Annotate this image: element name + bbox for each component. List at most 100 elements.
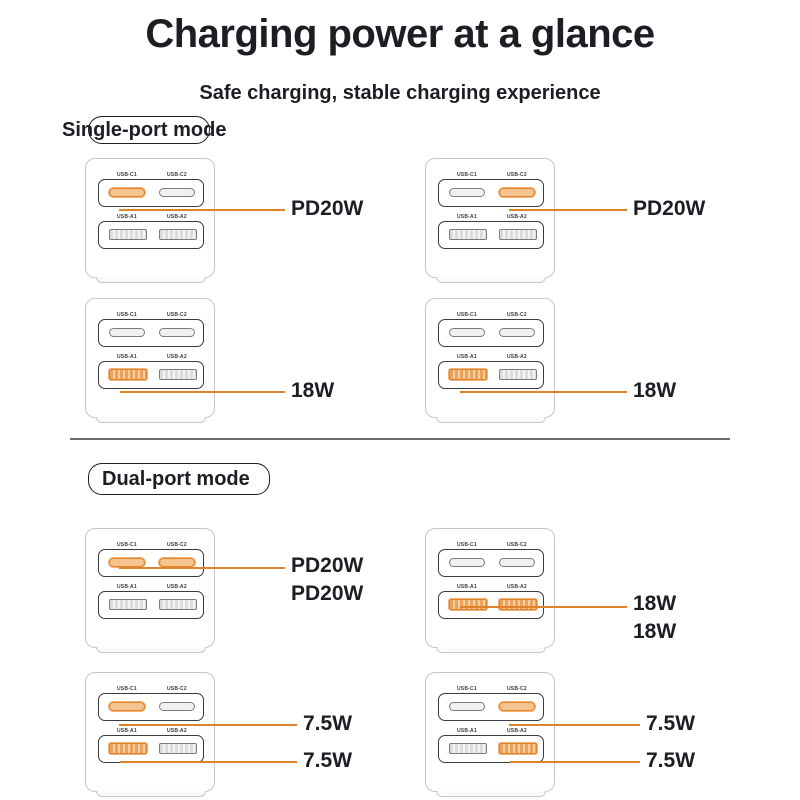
single-port-mode-label: Single-port mode	[62, 116, 227, 144]
wattage-label-d2-1: 18W	[633, 592, 677, 615]
wattage-label-s3-1: 18W	[291, 379, 335, 402]
usb-c-port-c2	[499, 558, 535, 567]
usb-c-port-c1	[109, 188, 145, 197]
usb-c-port-c2	[159, 558, 195, 567]
leader-line-s2-c2	[509, 209, 627, 211]
leader-line-s4-a1	[460, 391, 627, 393]
leader-line-d3-a1	[120, 761, 297, 763]
usb-a-port-a2	[159, 369, 197, 380]
port-label-c2: USB-C2	[165, 541, 189, 549]
port-label-a2: USB-A2	[505, 727, 529, 735]
port-label-c2: USB-C2	[505, 311, 529, 319]
port-row-usb-c: USB-C1 USB-C2	[438, 171, 544, 207]
usb-a-port-a2	[159, 599, 197, 610]
port-label-c2: USB-C2	[505, 171, 529, 179]
charger-base	[96, 277, 206, 283]
wattage-label-s1-1: PD20W	[291, 197, 364, 220]
port-label-c1: USB-C1	[455, 685, 479, 693]
single-port-mode-pill-outline	[88, 116, 210, 144]
wattage-label-d1-2: PD20W	[291, 582, 364, 605]
single-port-mode-text: Single-port mode	[62, 119, 227, 141]
port-row-usb-a: USB-A1 USB-A2	[438, 213, 544, 249]
port-label-c1: USB-C1	[455, 311, 479, 319]
usb-a-port-a2	[159, 743, 197, 754]
dual-port-mode-pill-outline	[88, 463, 270, 495]
port-label-a1: USB-A1	[115, 353, 139, 361]
port-label-c1: USB-C1	[455, 171, 479, 179]
port-label-a2: USB-A2	[165, 583, 189, 591]
usb-a-port-a1	[109, 229, 147, 240]
wattage-label-s2-1: PD20W	[633, 197, 706, 220]
usb-a-port-a2	[159, 229, 197, 240]
usb-c-port-c1	[109, 328, 145, 337]
usb-c-port-c1	[449, 558, 485, 567]
wattage-label-d3-2: 7.5W	[303, 749, 353, 772]
usb-c-port-c2	[159, 702, 195, 711]
leader-line-d2-a2	[510, 606, 627, 608]
port-row-usb-a: USB-A1 USB-A2	[438, 583, 544, 619]
port-label-a1: USB-A1	[115, 213, 139, 221]
port-label-c2: USB-C2	[165, 171, 189, 179]
port-label-c2: USB-C2	[505, 541, 529, 549]
usb-a-port-a2	[499, 743, 537, 754]
port-label-c1: USB-C1	[115, 541, 139, 549]
port-label-c1: USB-C1	[455, 541, 479, 549]
usb-c-port-c1	[449, 328, 485, 337]
charger-base	[96, 647, 206, 653]
port-row-usb-a: USB-A1 USB-A2	[98, 353, 204, 389]
charger-base	[436, 647, 546, 653]
port-label-a1: USB-A1	[455, 353, 479, 361]
port-label-a1: USB-A1	[455, 583, 479, 591]
page-subtitle: Safe charging, stable charging experienc…	[199, 82, 601, 104]
usb-a-port-a1	[109, 743, 147, 754]
wattage-label-d1-1: PD20W	[291, 554, 364, 577]
port-label-a2: USB-A2	[505, 583, 529, 591]
leader-line-d4-a2	[510, 761, 640, 763]
port-label-c2: USB-C2	[505, 685, 529, 693]
leader-line-s3-a1	[120, 391, 285, 393]
leader-line-d1-c2	[169, 567, 285, 569]
port-row-usb-c: USB-C1 USB-C2	[98, 541, 204, 577]
charger-base	[436, 791, 546, 797]
usb-c-port-c2	[499, 188, 535, 197]
section-divider	[70, 438, 730, 440]
usb-a-port-a2	[499, 229, 537, 240]
port-label-a2: USB-A2	[165, 353, 189, 361]
usb-c-port-c1	[449, 702, 485, 711]
wattage-label-d3-1: 7.5W	[303, 712, 353, 735]
port-label-a1: USB-A1	[115, 583, 139, 591]
port-label-c2: USB-C2	[165, 685, 189, 693]
charger-base	[436, 417, 546, 423]
port-row-usb-a: USB-A1 USB-A2	[98, 583, 204, 619]
port-row-usb-c: USB-C1 USB-C2	[438, 685, 544, 721]
usb-c-port-c2	[499, 702, 535, 711]
usb-c-port-c2	[159, 188, 195, 197]
usb-a-port-a1	[449, 743, 487, 754]
leader-line-d3-c1	[119, 724, 297, 726]
leader-line-s1-c1	[119, 209, 285, 211]
dual-port-mode-label: Dual-port mode	[88, 463, 270, 495]
port-label-c2: USB-C2	[165, 311, 189, 319]
usb-a-port-a1	[449, 599, 487, 610]
usb-a-port-a2	[499, 369, 537, 380]
charger-base	[96, 417, 206, 423]
port-label-a1: USB-A1	[455, 213, 479, 221]
port-row-usb-c: USB-C1 USB-C2	[438, 541, 544, 577]
usb-a-port-a2	[499, 599, 537, 610]
dual-port-mode-text: Dual-port mode	[102, 468, 250, 490]
port-label-a2: USB-A2	[505, 213, 529, 221]
charger-base	[436, 277, 546, 283]
leader-line-d4-c2	[509, 724, 640, 726]
usb-a-port-a1	[109, 599, 147, 610]
